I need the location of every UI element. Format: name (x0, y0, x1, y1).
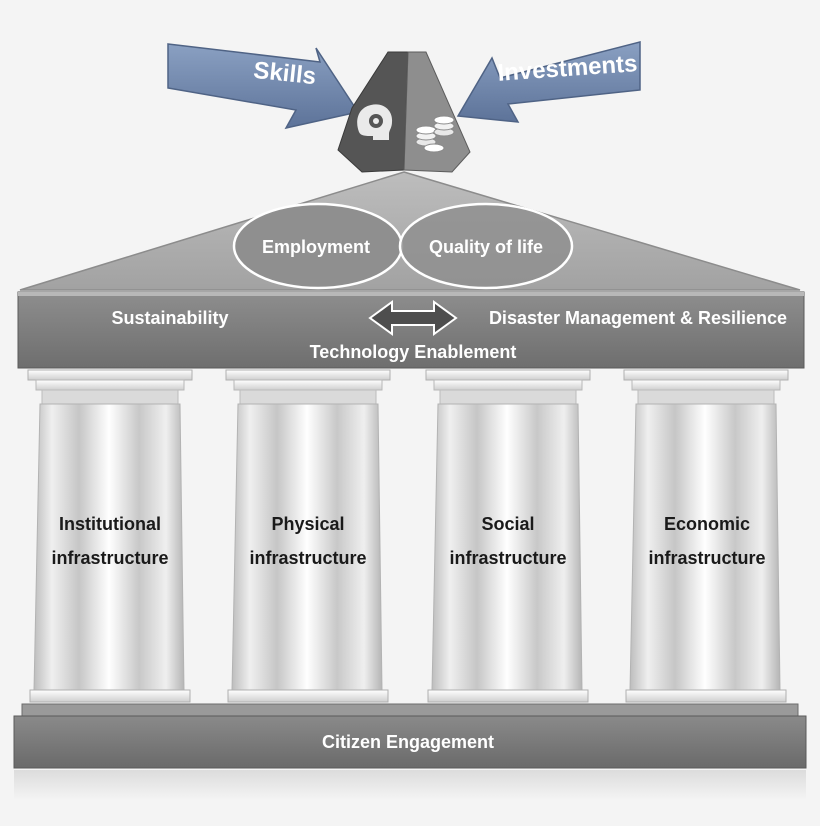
pillar-4-line1: Economic (664, 514, 750, 534)
coins-icon (415, 115, 455, 153)
skills-label: Skills (252, 57, 317, 90)
pillar-2-line1: Physical (271, 514, 344, 534)
sustainability-label: Sustainability (111, 308, 228, 328)
skills-arrow (167, 43, 360, 130)
pillar-2-line2: infrastructure (249, 548, 366, 568)
disaster-management-label: Disaster Management & Resilience (489, 308, 787, 328)
base-reflection (14, 770, 806, 800)
pillar-3-line1: Social (481, 514, 534, 534)
pillar-4-line2: infrastructure (648, 548, 765, 568)
quality-of-life-label: Quality of life (429, 237, 543, 257)
pillar-1-line2: infrastructure (51, 548, 168, 568)
entablature-beam (17, 291, 805, 369)
technology-enablement-label: Technology Enablement (310, 342, 517, 362)
beam-highlight (18, 292, 804, 296)
brain-gear-icon (357, 104, 393, 140)
pillar-1-line1: Institutional (59, 514, 161, 534)
employment-label: Employment (262, 237, 370, 257)
quality-of-life-ellipse (398, 202, 574, 290)
pillar-1 (27, 369, 193, 703)
double-arrow-icon (368, 300, 458, 336)
pillar-3 (425, 369, 591, 703)
pillar-3-line2: infrastructure (449, 548, 566, 568)
pillar-4 (623, 369, 789, 703)
pillar-2 (225, 369, 391, 703)
base-step-top (21, 703, 799, 717)
keystone-block (337, 51, 471, 173)
base-platform (13, 715, 807, 769)
investments-arrow (456, 41, 641, 123)
citizen-engagement-label: Citizen Engagement (322, 732, 494, 752)
